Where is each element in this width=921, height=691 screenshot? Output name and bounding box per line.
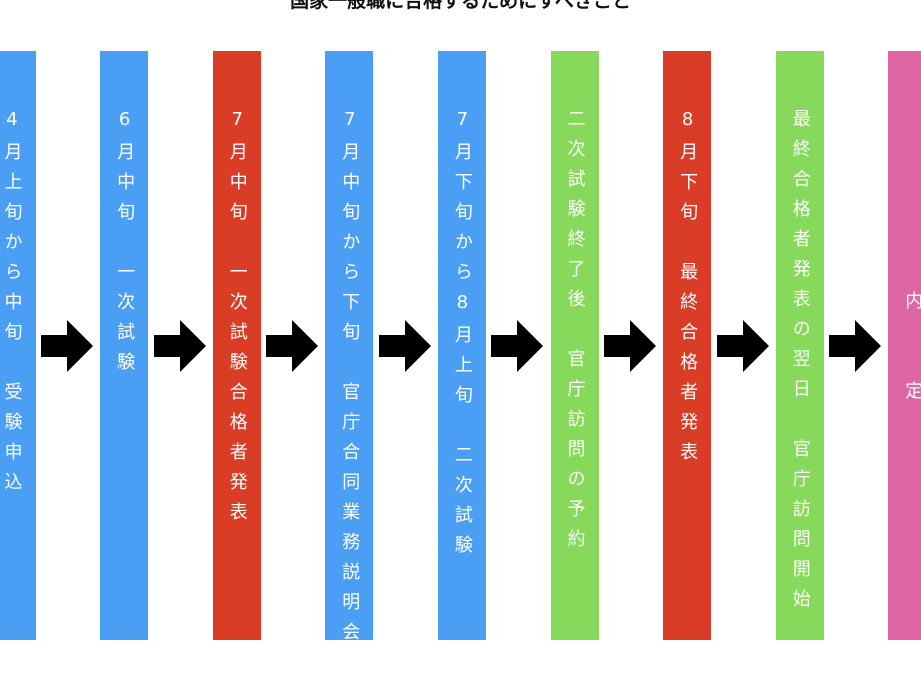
step-label: 8月下旬 最終合格者発表 xyxy=(677,109,699,472)
step-label: 二次試験終了後 官庁訪問の予約 xyxy=(564,109,586,559)
step-label: 6月中旬 一次試験 xyxy=(114,109,136,382)
timeline-step: 4月上旬から中旬 受験申込 xyxy=(0,51,36,640)
timeline-step: 二次試験終了後 官庁訪問の予約 xyxy=(550,51,599,640)
arrow-right-icon xyxy=(378,320,431,372)
step-label: 7月中旬から下旬 官庁合同業務説明会 xyxy=(339,109,361,652)
arrow-right-icon xyxy=(491,320,544,372)
timeline-step: 6月中旬 一次試験 xyxy=(100,51,149,640)
timeline-step: 7月下旬から8月上旬 二次試験 xyxy=(437,51,486,640)
timeline-step: 内 定 xyxy=(888,51,921,640)
arrow-right-icon xyxy=(153,320,206,372)
arrow-right-icon xyxy=(716,320,769,372)
timeline-step: 7月中旬から下旬 官庁合同業務説明会 xyxy=(325,51,374,652)
arrow-right-icon xyxy=(266,320,319,372)
arrow-right-icon xyxy=(829,320,882,372)
step-label: 7月中旬 一次試験合格者発表 xyxy=(226,109,248,532)
step-label: 最終合格者発表の翌日 官庁訪問開始 xyxy=(789,109,811,619)
timeline-step: 8月下旬 最終合格者発表 xyxy=(663,51,712,640)
arrow-right-icon xyxy=(41,320,93,372)
step-label: 7月下旬から8月上旬 二次試験 xyxy=(451,109,473,565)
timeline-step: 最終合格者発表の翌日 官庁訪問開始 xyxy=(775,51,824,640)
step-label: 4月上旬から中旬 受験申込 xyxy=(1,109,23,502)
timeline-step: 7月中旬 一次試験合格者発表 xyxy=(212,51,261,640)
step-label: 内 定 xyxy=(902,291,921,411)
arrow-right-icon xyxy=(604,320,656,372)
page-title: 国家一般職に合格するためにすべきこと xyxy=(290,0,631,12)
